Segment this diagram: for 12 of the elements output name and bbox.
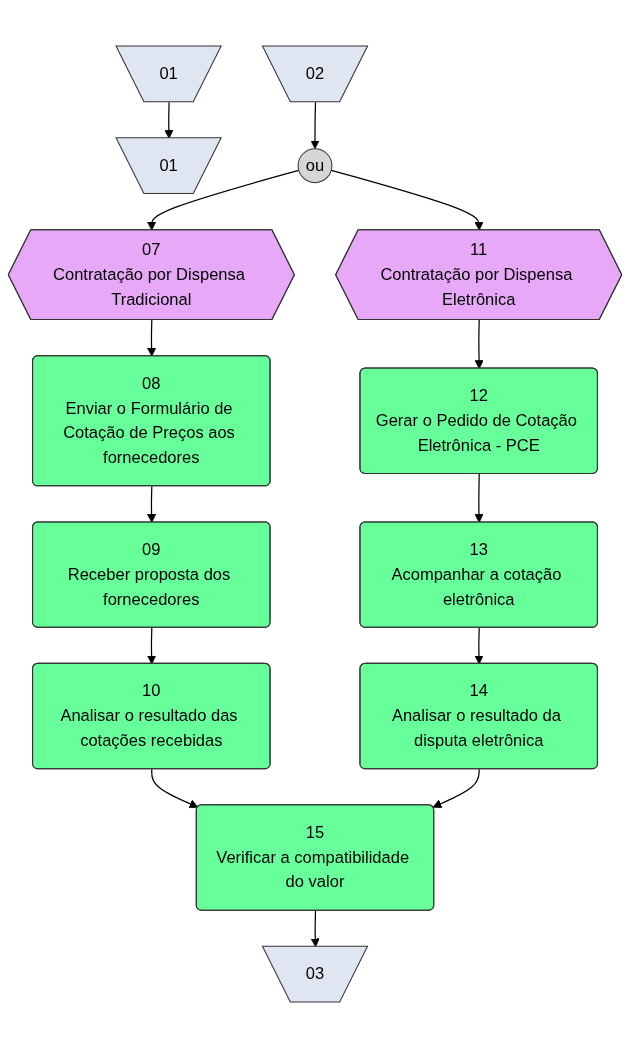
arrow (432, 768, 480, 809)
arrow (474, 473, 484, 523)
arrow (474, 319, 484, 369)
arrow (310, 101, 320, 150)
arrow (330, 169, 484, 231)
arrow (147, 169, 300, 231)
arrow (474, 627, 484, 665)
arrow (147, 319, 157, 357)
arrow (147, 627, 157, 665)
node-circle: ou (297, 148, 333, 184)
arrow (147, 485, 157, 523)
arrow (151, 768, 199, 809)
